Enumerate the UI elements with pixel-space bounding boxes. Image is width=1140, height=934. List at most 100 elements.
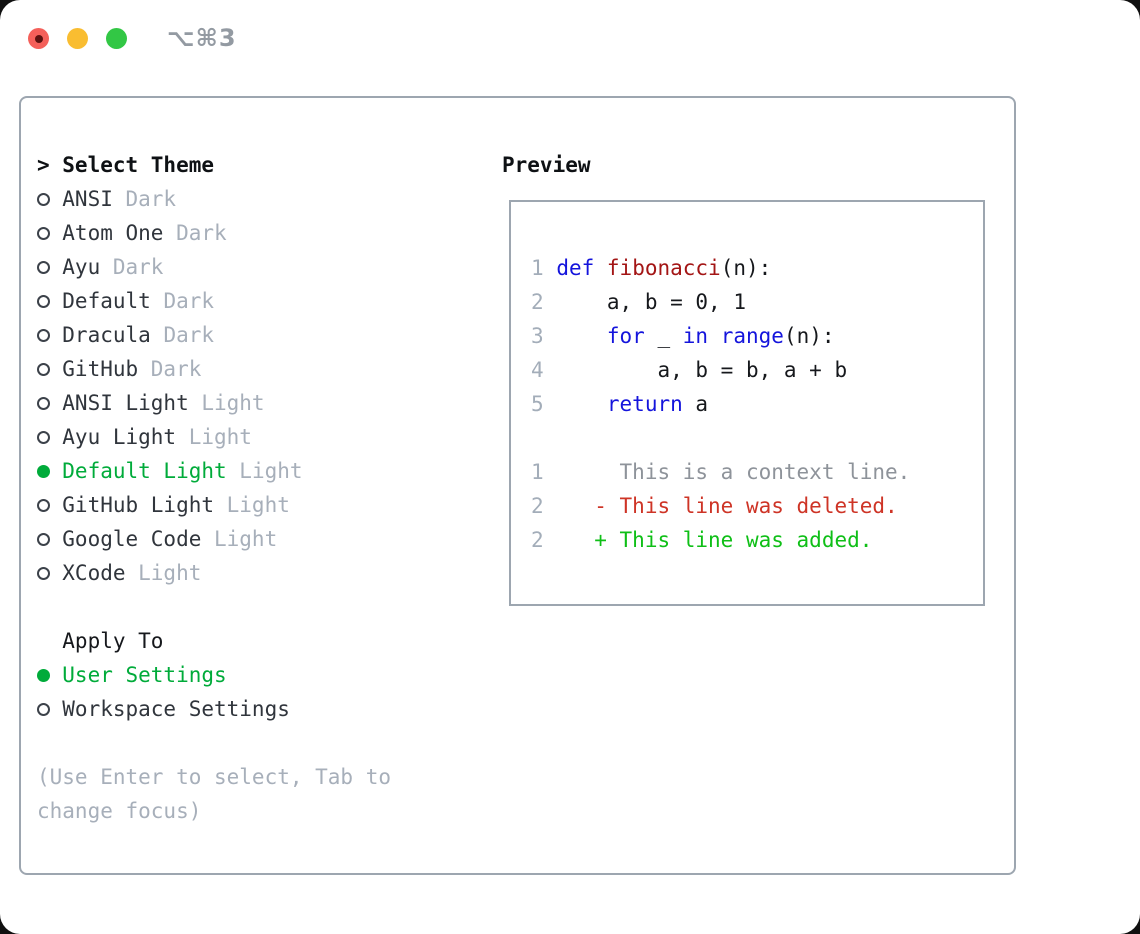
theme-option-label: GitHub Light — [62, 493, 214, 517]
code-token-ctx: This is a context line. — [556, 460, 911, 484]
line-number: 1 — [531, 460, 544, 484]
theme-option[interactable]: GitHub Dark — [37, 352, 457, 386]
radio-unselected-icon — [37, 396, 62, 410]
theme-option[interactable]: GitHub Light Light — [37, 488, 457, 522]
code-token-pl — [594, 256, 607, 280]
apply-to-option-label: Workspace Settings — [62, 697, 290, 721]
preview-line: 4 a, b = b, a + b — [531, 353, 910, 387]
preview-line: 1 This is a context line. — [531, 455, 910, 489]
close-dot-icon — [34, 34, 43, 43]
code-token-kw: for — [606, 324, 645, 348]
theme-option-label: GitHub — [62, 357, 139, 381]
select-theme-heading: > Select Theme — [37, 148, 457, 182]
line-number: 3 — [531, 324, 544, 348]
code-token-kw: in — [682, 324, 709, 348]
minimize-button[interactable] — [67, 28, 88, 49]
gap — [37, 726, 457, 760]
preview-box — [509, 200, 985, 606]
code-token-pl — [556, 392, 607, 416]
apply-to-label: Apply To — [62, 629, 164, 653]
theme-option-label: Dracula — [62, 323, 151, 347]
code-token-pl: a — [682, 392, 709, 416]
radio-selected-icon — [37, 464, 62, 478]
preview-line: 3 for _ in range(n): — [531, 319, 910, 353]
code-token-pl — [708, 324, 721, 348]
code-token-kw: range — [720, 324, 784, 348]
theme-option[interactable]: Default Dark — [37, 284, 457, 318]
theme-option[interactable]: Dracula Dark — [37, 318, 457, 352]
theme-option[interactable]: XCode Light — [37, 556, 457, 590]
line-number: 2 — [531, 290, 544, 314]
radio-unselected-icon — [37, 362, 62, 376]
apply-to-heading: Apply To — [37, 624, 457, 658]
theme-variant-label: Dark — [163, 323, 215, 347]
theme-option-label: Ayu Light — [62, 425, 177, 449]
theme-variant-label: Dark — [176, 221, 227, 245]
code-token-pl: a, b = 0, 1 — [556, 290, 746, 314]
radio-unselected-icon — [37, 430, 62, 444]
keyboard-hint: (Use Enter to select, Tab to change focu… — [37, 765, 392, 823]
select-theme-label: Select Theme — [62, 153, 214, 177]
preview-line: 2 a, b = 0, 1 — [531, 285, 910, 319]
theme-option-label: Default — [62, 289, 151, 313]
theme-option-label: Ayu — [62, 255, 101, 279]
theme-variant-label: Dark — [163, 289, 215, 313]
radio-unselected-icon — [37, 566, 62, 580]
theme-option-label: ANSI Light — [62, 391, 189, 415]
code-token-del: - This line was deleted. — [556, 494, 898, 518]
theme-option-label: Atom One — [62, 221, 164, 245]
code-token-pl: a, b = b, a + b — [556, 358, 848, 382]
preview-heading: Preview — [502, 153, 591, 177]
apply-to-option[interactable]: User Settings — [37, 658, 457, 692]
apply-to-option-label: User Settings — [62, 663, 227, 687]
preview-line: 5 return a — [531, 387, 910, 421]
theme-variant-label: Light — [188, 425, 252, 449]
theme-option-label: XCode — [62, 561, 126, 585]
code-token-pl: (n): — [783, 324, 835, 348]
gap — [37, 590, 457, 624]
code-token-pl: _ — [644, 324, 683, 348]
theme-option[interactable]: Atom One Dark — [37, 216, 457, 250]
focus-caret-icon: > — [37, 153, 50, 177]
theme-variant-label: Light — [138, 561, 202, 585]
radio-selected-icon — [37, 668, 62, 682]
theme-variant-label: Light — [201, 391, 265, 415]
line-number: 4 — [531, 358, 544, 382]
code-token-pl: (n): — [720, 256, 772, 280]
radio-unselected-icon — [37, 532, 62, 546]
theme-option[interactable]: Ayu Light Light — [37, 420, 457, 454]
code-token-pl — [556, 324, 607, 348]
theme-variant-label: Light — [226, 493, 290, 517]
radio-unselected-icon — [37, 192, 62, 206]
apply-to-option[interactable]: Workspace Settings — [37, 692, 457, 726]
radio-unselected-icon — [37, 260, 62, 274]
maximize-button[interactable] — [106, 28, 127, 49]
radio-unselected-icon — [37, 328, 62, 342]
blank-line — [531, 421, 910, 455]
code-token-kw: return — [606, 392, 683, 416]
theme-variant-label: Dark — [150, 357, 202, 381]
theme-option-label: Google Code — [62, 527, 202, 551]
code-token-kw: def — [556, 256, 595, 280]
theme-option[interactable]: ANSI Light Light — [37, 386, 457, 420]
code-token-add: + This line was added. — [556, 528, 873, 552]
preview-line: 2 - This line was deleted. — [531, 489, 910, 523]
radio-unselected-icon — [37, 498, 62, 512]
theme-variant-label: Dark — [125, 187, 177, 211]
line-number: 2 — [531, 494, 544, 518]
close-button[interactable] — [28, 28, 49, 49]
theme-option-label: Default Light — [62, 459, 227, 483]
radio-unselected-icon — [37, 226, 62, 240]
radio-unselected-icon — [37, 294, 62, 308]
line-number: 5 — [531, 392, 544, 416]
